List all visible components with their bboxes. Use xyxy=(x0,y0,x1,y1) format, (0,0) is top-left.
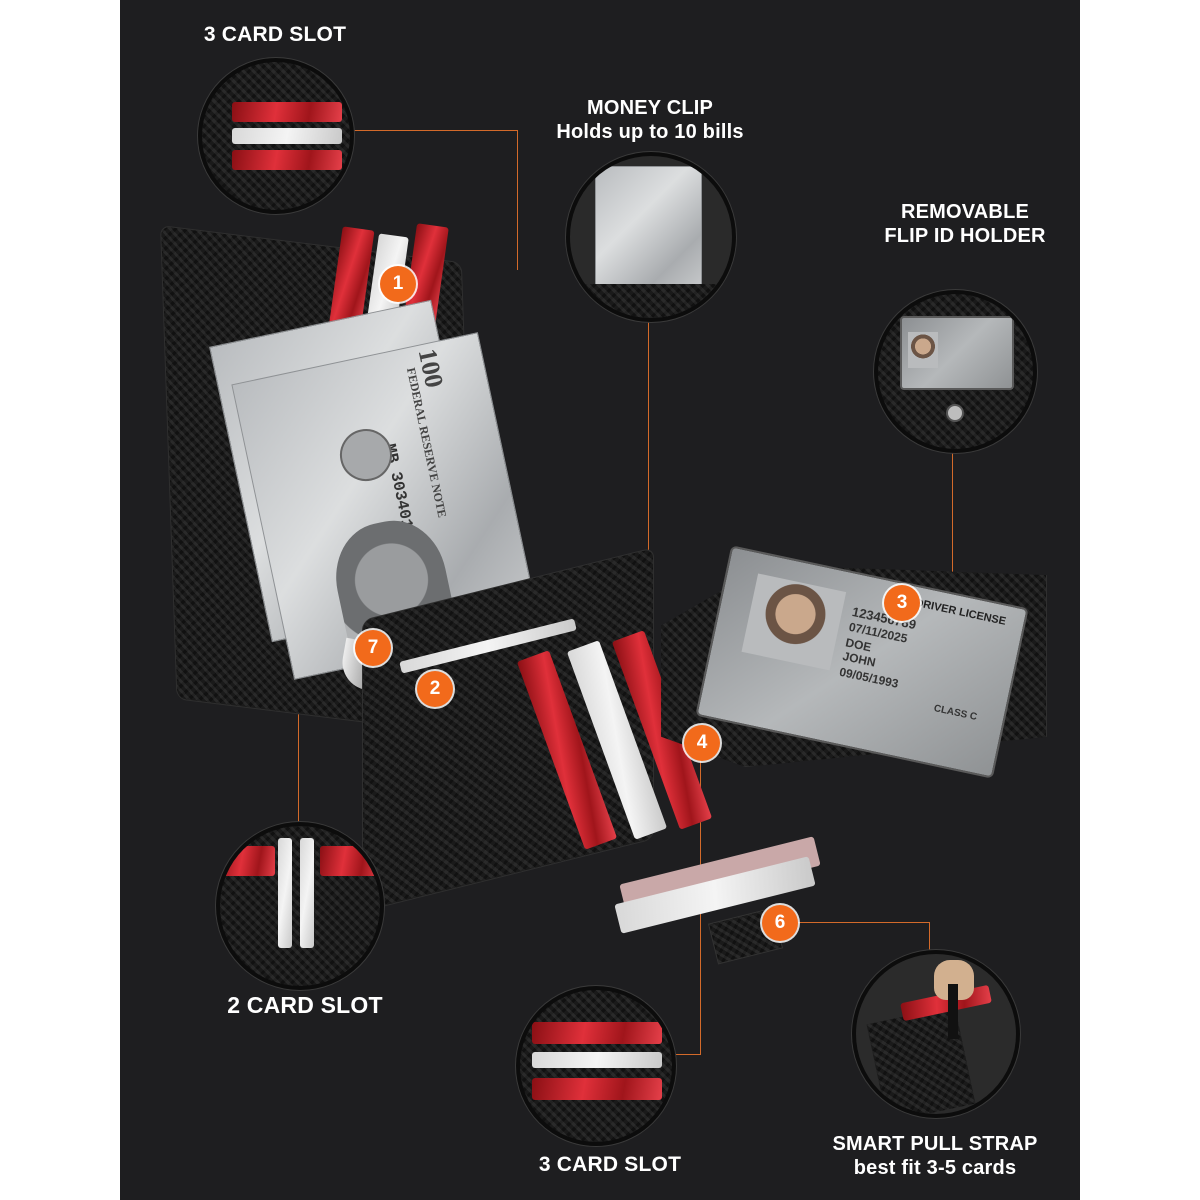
detail-circle-money-clip xyxy=(566,152,736,322)
leader-line-1-h xyxy=(340,130,518,131)
id-class: CLASS C xyxy=(932,703,979,723)
id-photo xyxy=(741,573,847,671)
pull-strap-subtitle: best fit 3-5 cards xyxy=(853,1157,1017,1179)
detail-circle-3-card-slot-bottom xyxy=(516,986,676,1146)
detail-id-card xyxy=(900,316,1014,390)
leader-line-7-v xyxy=(648,315,649,645)
pull-strap-title: SMART PULL STRAP xyxy=(832,1133,1038,1155)
detail-bottom-card-red-2 xyxy=(532,1078,662,1100)
id-title: DRIVER LICENSE xyxy=(914,596,1007,628)
detail-2slot-card-white-2 xyxy=(300,838,314,948)
label-2-card-slot: 2 CARD SLOT xyxy=(227,992,383,1018)
badge-4: 4 xyxy=(684,725,720,761)
detail-2slot-card-red-left xyxy=(220,846,275,876)
detail-money-clip-strip xyxy=(570,284,732,318)
detail-bottom-card-red-1 xyxy=(532,1022,662,1044)
leader-line-6-v xyxy=(929,922,930,952)
leader-line-2-v xyxy=(298,688,299,828)
detail-pull-strap-wallet xyxy=(866,1005,976,1114)
label-3-card-slot-top: 3 CARD SLOT xyxy=(203,23,347,46)
label-money-clip: MONEY CLIP Holds up to 10 bills xyxy=(515,96,785,144)
detail-top-card-red-2 xyxy=(232,150,342,170)
label-smart-pull-strap: SMART PULL STRAP best fit 3-5 cards xyxy=(810,1132,1060,1180)
detail-top-card-red-1 xyxy=(232,102,342,122)
badge-1: 1 xyxy=(380,266,416,302)
leader-line-3-v xyxy=(952,436,953,600)
detail-money-clip-bill xyxy=(595,166,702,293)
detail-circle-pull-strap xyxy=(852,950,1020,1118)
detail-circle-3-card-slot-top xyxy=(198,58,354,214)
flip-id-line1: REMOVABLE xyxy=(900,201,1030,223)
product-infographic: 3 CARD SLOT MONEY CLIP Holds up to 10 bi… xyxy=(120,0,1080,1200)
detail-top-card-white xyxy=(232,128,342,144)
leader-line-6-h xyxy=(795,922,930,923)
label-3-card-slot-bottom: 3 CARD SLOT xyxy=(538,1153,682,1176)
flip-id-line2: FLIP ID HOLDER xyxy=(884,225,1046,247)
detail-2slot-card-white xyxy=(278,838,292,948)
detail-2slot-card-red-right xyxy=(320,846,380,876)
detail-circle-flip-id xyxy=(874,290,1037,453)
money-clip-title: MONEY CLIP xyxy=(586,97,714,119)
badge-2: 2 xyxy=(417,671,453,707)
detail-id-photo xyxy=(908,332,938,368)
snap-button-icon xyxy=(946,404,964,422)
bill-reserve-text: FEDERAL RESERVE NOTE xyxy=(403,366,450,519)
badge-7: 7 xyxy=(355,630,391,666)
badge-3: 3 xyxy=(884,585,920,621)
label-flip-id-holder: REMOVABLE FLIP ID HOLDER xyxy=(855,200,1075,248)
detail-pull-strap-tab xyxy=(948,984,958,1039)
detail-circle-2-card-slot xyxy=(216,822,384,990)
money-clip-subtitle: Holds up to 10 bills xyxy=(556,121,744,143)
badge-6: 6 xyxy=(762,905,798,941)
detail-bottom-card-white xyxy=(532,1052,662,1068)
leader-line-1-v xyxy=(517,130,518,270)
